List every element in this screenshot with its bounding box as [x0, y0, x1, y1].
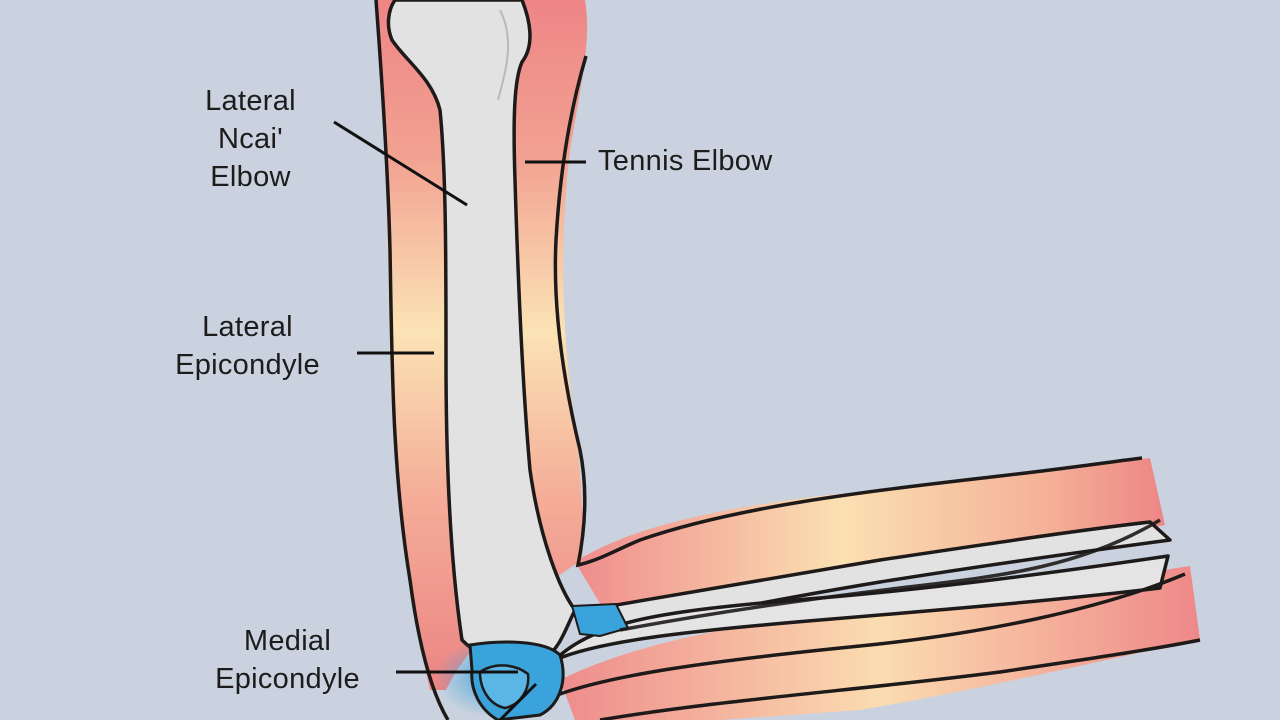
- label-lateral-epicondyle: Lateral Epicondyle: [150, 308, 345, 384]
- upper-arm-outline-right: [553, 55, 1143, 568]
- label-lateral-epicondyle-line2: Epicondyle: [175, 349, 320, 381]
- forearm-muscle-upper: [575, 458, 1165, 620]
- label-lateral-nerve-line2: Ncai': [217, 123, 284, 155]
- joint-cartilage: [570, 602, 630, 638]
- label-tennis-elbow-text: Tennis Elbow: [598, 145, 773, 177]
- label-lateral-epicondyle-line1: Lateral: [202, 311, 293, 343]
- ulna-lower-shaft: [544, 572, 1186, 702]
- label-lateral-nerve-elbow: Lateral Ncai' Elbow: [168, 82, 333, 196]
- label-tennis-elbow: Tennis Elbow: [598, 142, 772, 180]
- leader-line-lateral-nerve: [333, 120, 468, 207]
- leader-line-medial-epicondyle-tip: [498, 682, 538, 720]
- ulna-bone: [553, 554, 1170, 662]
- humerus-shading: [497, 9, 510, 101]
- forearm-outline-middle: [619, 518, 1161, 632]
- label-lateral-nerve-line3: Elbow: [210, 161, 291, 193]
- forearm-lower-outline: [599, 638, 1201, 720]
- label-medial-epicondyle-line1: Medial: [243, 625, 332, 657]
- label-medial-epicondyle: Medial Epicondyle: [190, 622, 385, 698]
- upper-arm-outline-left: [374, 0, 450, 720]
- label-medial-epicondyle-line2: Epicondyle: [215, 663, 360, 695]
- label-lateral-nerve-line1: Lateral: [205, 85, 296, 117]
